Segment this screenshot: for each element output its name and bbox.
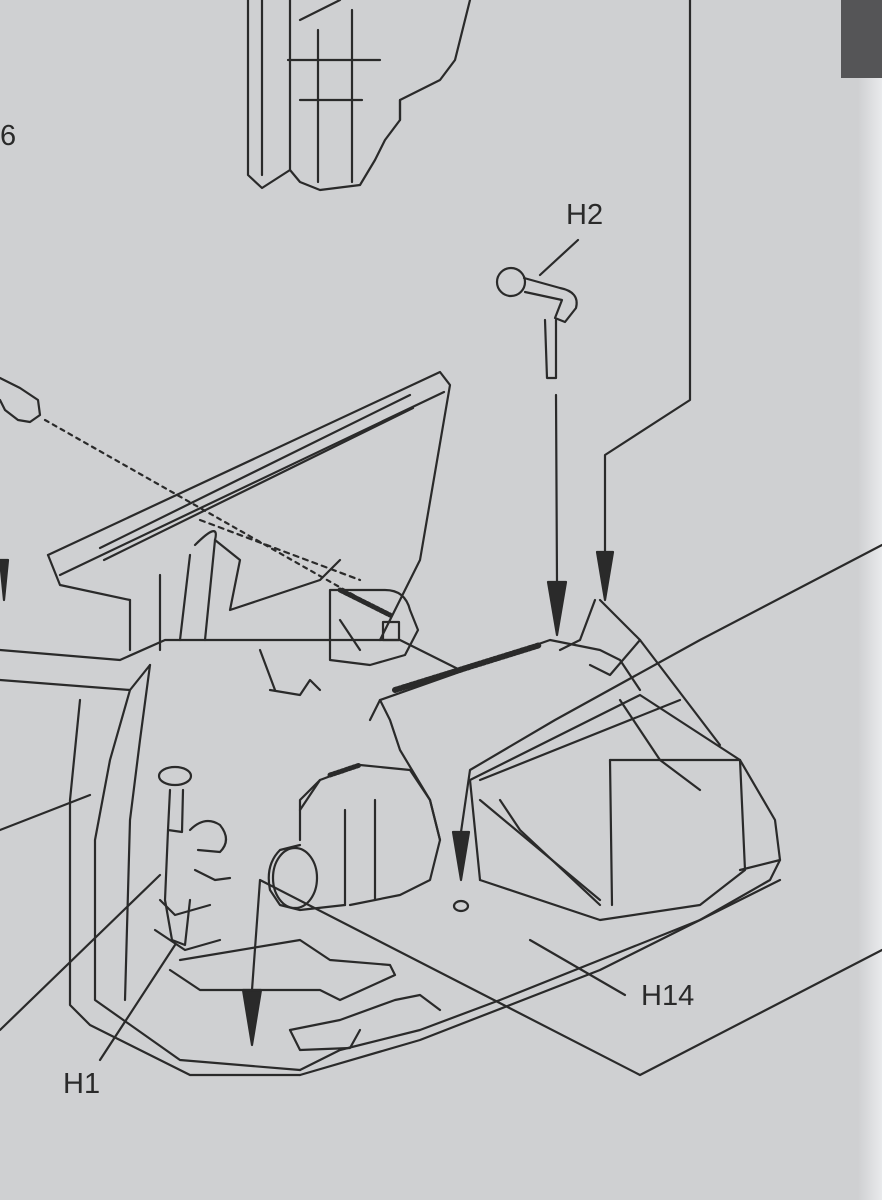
arrow-head-right: [595, 550, 615, 602]
arrow-head-center: [451, 830, 471, 882]
part-label-h1: H1: [63, 1068, 101, 1100]
arrow-head-lower-left: [241, 988, 263, 1047]
arch-part: [246, 0, 472, 192]
part-label-h2: H2: [566, 199, 604, 231]
arrow-head-h2: [546, 580, 568, 637]
arrow-head-left-edge: [0, 558, 10, 602]
cylinder-part: [267, 762, 442, 912]
part-label-h14: H14: [641, 980, 695, 1012]
leader-lines: [0, 543, 882, 1077]
h1-stick-part: [153, 765, 232, 952]
pin-part-left: [0, 376, 382, 612]
page-edge: [858, 78, 882, 1200]
step-number: 6: [0, 120, 17, 152]
base-floor: [0, 638, 782, 1077]
slanted-panel: [46, 370, 452, 697]
leader-line-right: [603, 0, 692, 572]
bracket-b: [328, 588, 420, 667]
h2-lever-part: [495, 238, 580, 584]
dark-corner-patch: [841, 0, 882, 78]
